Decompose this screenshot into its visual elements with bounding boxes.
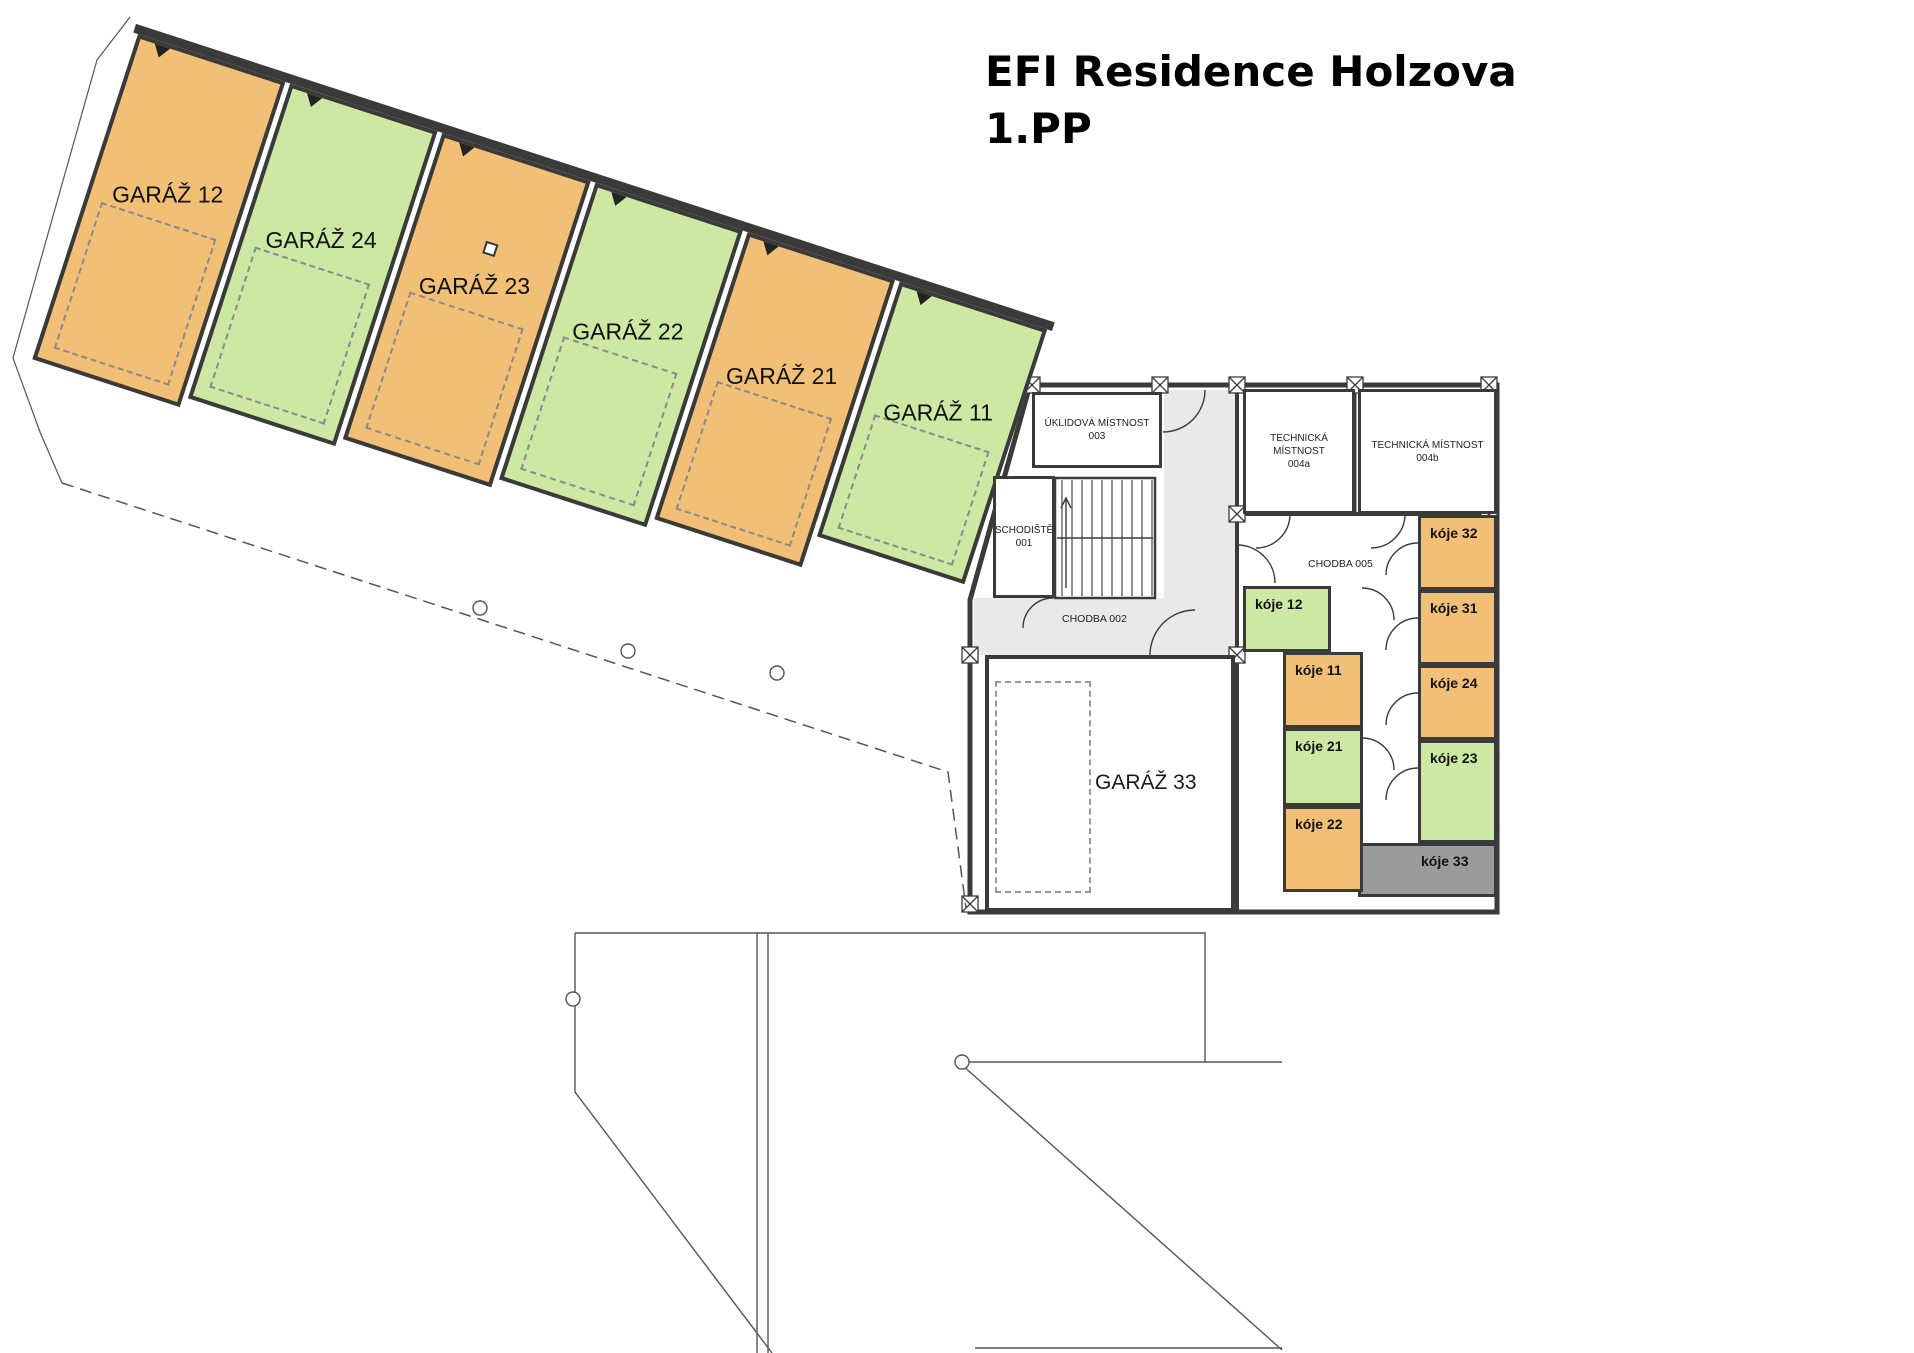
koje-31: kóje 31 xyxy=(1418,590,1497,665)
koje-label: kóje 12 xyxy=(1255,596,1303,612)
parking-outline xyxy=(675,380,832,547)
corridor-label-chodba-005: CHODBA 005 xyxy=(1308,558,1373,570)
room-number: 004a xyxy=(1287,459,1311,470)
parking-outline xyxy=(54,201,217,386)
garage-label: GARÁŽ 22 xyxy=(572,318,684,345)
room-number: 001 xyxy=(1015,538,1033,549)
garage-label: GARÁŽ 21 xyxy=(726,363,838,390)
vent-icon xyxy=(150,43,170,60)
site-lines xyxy=(12,16,1283,1353)
room-label: SCHODIŠTĚ xyxy=(994,525,1054,536)
koje-label: kóje 11 xyxy=(1295,662,1342,678)
parking-outline xyxy=(995,681,1091,893)
vent-icon xyxy=(607,192,627,209)
koje-label: kóje 24 xyxy=(1430,675,1478,691)
room-garaz-33: GARÁŽ 33 xyxy=(985,655,1235,912)
corridor-floor xyxy=(974,390,1235,655)
koje-11: kóje 11 xyxy=(1283,652,1363,728)
parking-outline xyxy=(519,336,678,507)
koje-label: kóje 21 xyxy=(1295,738,1343,754)
door-arcs xyxy=(1022,389,1419,801)
koje-24: kóje 24 xyxy=(1418,665,1497,740)
koje-label: kóje 23 xyxy=(1430,750,1478,766)
garage-label: GARÁŽ 23 xyxy=(418,272,531,299)
room-label: ÚKLIDOVÁ MÍSTNOST 003 xyxy=(1044,418,1150,442)
room-label: GARÁŽ 33 xyxy=(1095,771,1197,794)
koje-33: kóje 33 xyxy=(1358,843,1497,897)
garage-label: GARÁŽ 12 xyxy=(111,181,223,208)
room-label: TECHNICKÁ MÍSTNOST xyxy=(1371,439,1484,451)
room-schodiste-001: SCHODIŠTĚ 001 xyxy=(993,476,1055,598)
koje-label: kóje 32 xyxy=(1430,525,1478,541)
room-uklidova-mistnost-003: ÚKLIDOVÁ MÍSTNOST 003 xyxy=(1032,392,1162,468)
plan-title-line2: 1.PP xyxy=(985,103,1092,153)
vent-icon xyxy=(760,241,780,258)
plan-title: EFI Residence Holzova 1.PP xyxy=(985,44,1517,157)
staircase xyxy=(1053,476,1157,600)
garage-label: GARÁŽ 24 xyxy=(265,226,377,253)
koje-22: kóje 22 xyxy=(1283,806,1363,892)
vent-icon xyxy=(303,93,323,110)
koje-label: kóje 31 xyxy=(1430,600,1478,616)
koje-label: kóje 33 xyxy=(1421,853,1469,869)
koje-21: kóje 21 xyxy=(1283,728,1363,806)
koje-label: kóje 22 xyxy=(1295,816,1343,832)
corridor-label-chodba-002: CHODBA 002 xyxy=(1062,613,1127,625)
vent-icon xyxy=(912,291,932,308)
vent-icon xyxy=(455,142,475,159)
room-technicka-mistnost-004b: TECHNICKÁ MÍSTNOST 004b xyxy=(1358,389,1497,514)
plan-title-line1: EFI Residence Holzova xyxy=(985,47,1517,96)
koje-23: kóje 23 xyxy=(1418,740,1497,843)
parking-outline xyxy=(364,291,525,467)
floor-symbol-icon xyxy=(482,240,499,257)
koje-32: kóje 32 xyxy=(1418,515,1497,590)
room-number: 004b xyxy=(1416,452,1439,464)
koje-12: kóje 12 xyxy=(1243,586,1331,652)
room-technicka-mistnost-004a: TECHNICKÁ MÍSTNOST 004a xyxy=(1243,389,1355,514)
room-label: TECHNICKÁ MÍSTNOST xyxy=(1270,433,1328,457)
parking-outline xyxy=(837,414,990,566)
garage-label: GARÁŽ 11 xyxy=(883,399,994,426)
parking-outline xyxy=(209,246,371,425)
